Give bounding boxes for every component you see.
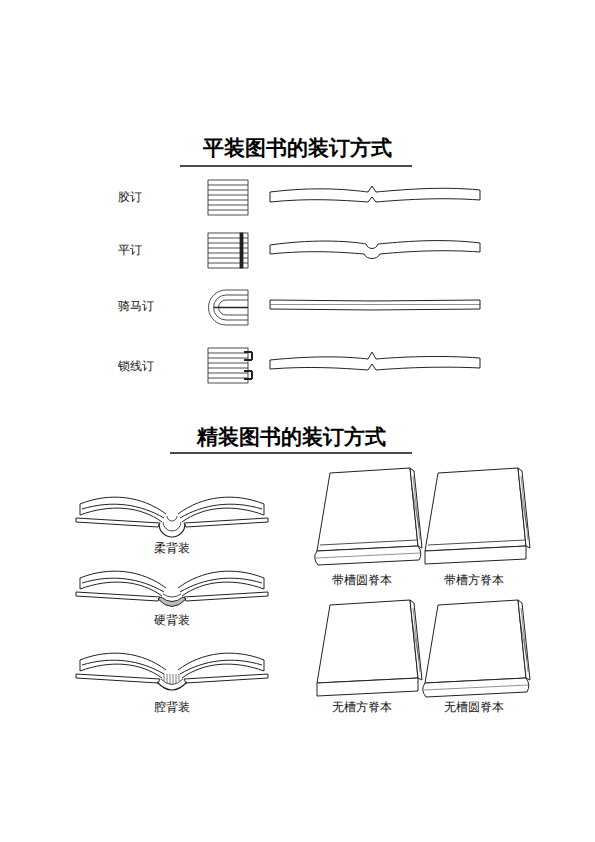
binding-label: 平订 [118, 243, 142, 257]
section-heading: 平装图书的装订方式 [203, 135, 392, 160]
binding-label: 柔背装 [154, 541, 190, 555]
binding-label: 无槽圆脊本 [444, 700, 504, 714]
binding-label: 硬背装 [154, 613, 190, 627]
binding-label: 腔背装 [154, 700, 190, 714]
binding-label: 锁线订 [118, 359, 154, 373]
binding-label: 胶订 [118, 190, 142, 204]
binding-label: 带槽圆脊本 [332, 573, 392, 587]
binding-label: 无槽方脊本 [332, 700, 392, 714]
binding-label: 骑马订 [118, 299, 154, 313]
section-heading: 精装图书的装订方式 [197, 424, 386, 449]
binding-label: 带槽方脊本 [444, 573, 504, 587]
